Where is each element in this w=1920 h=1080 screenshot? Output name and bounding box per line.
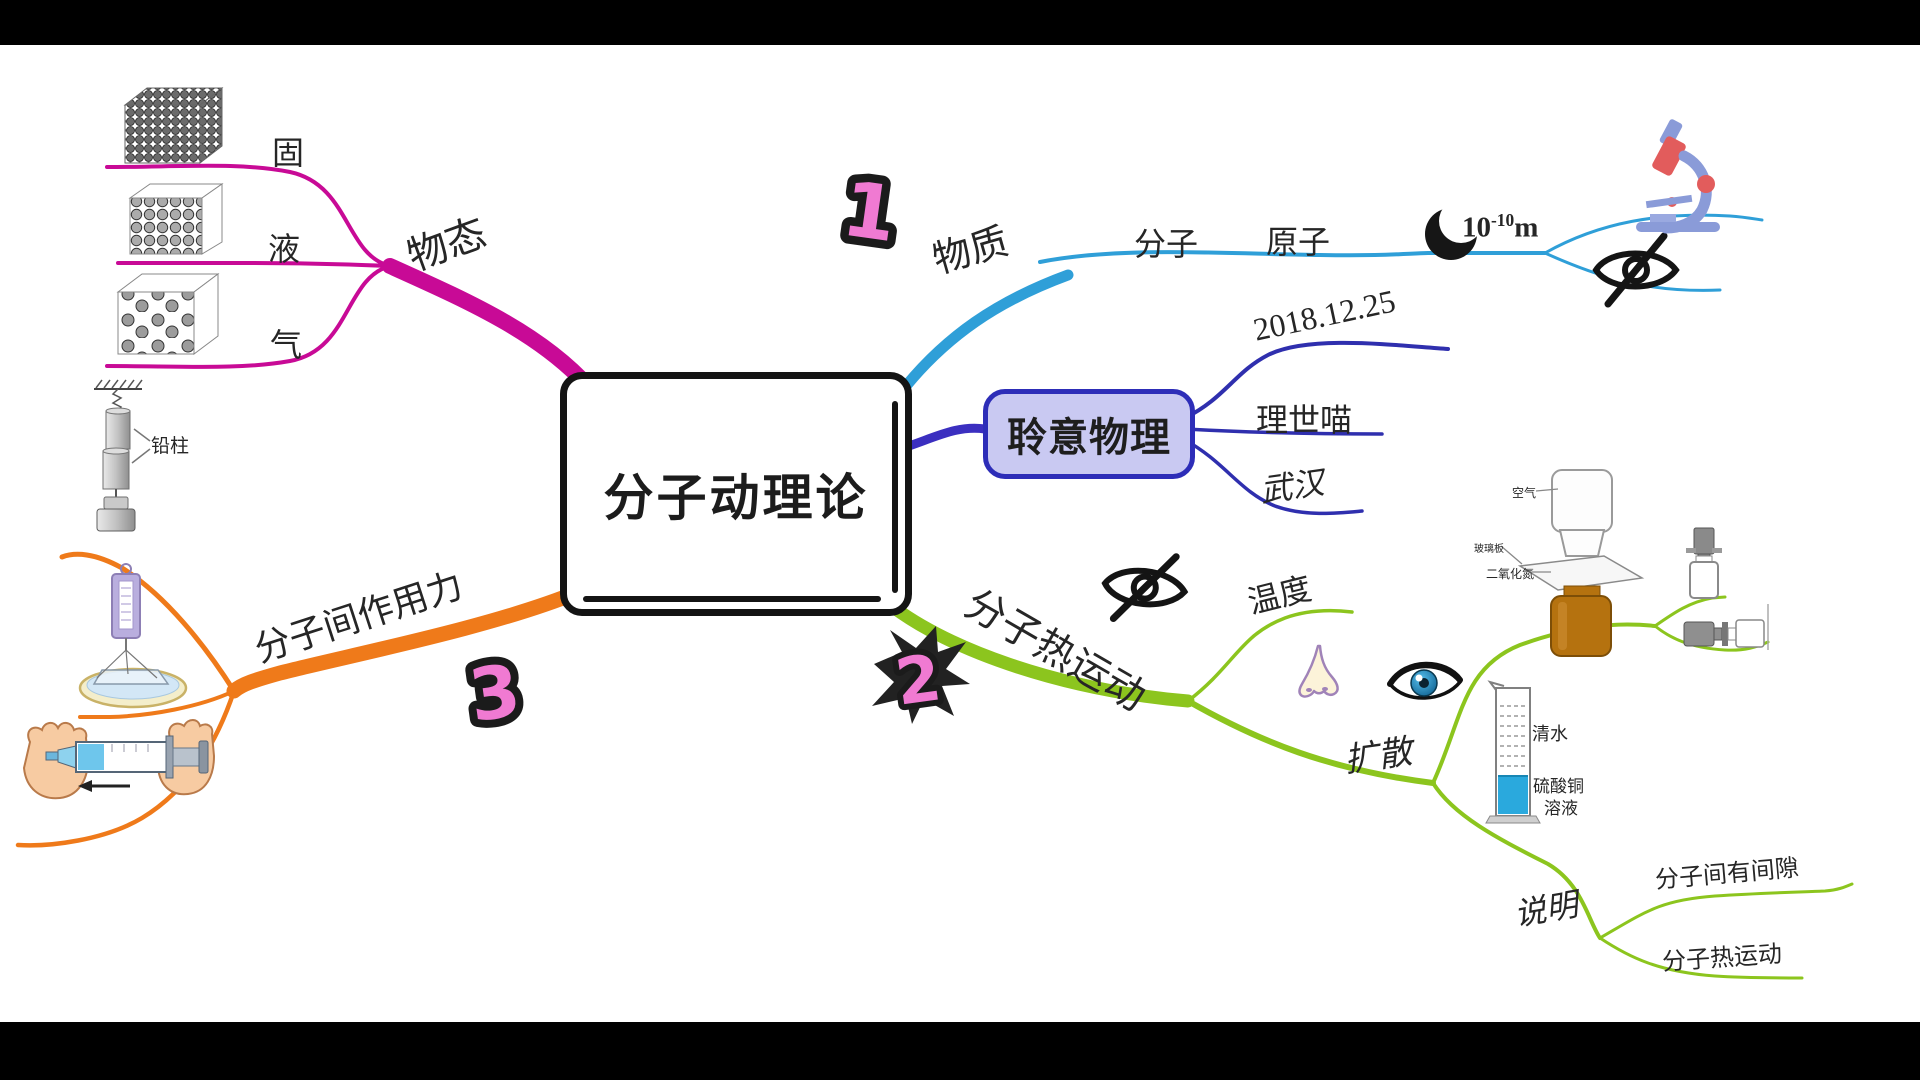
- letterbox-top: [0, 0, 1920, 45]
- node-atom[interactable]: 原子: [1266, 224, 1331, 260]
- node-author[interactable]: 理世喵: [1256, 402, 1353, 438]
- branch-matter-lines: [892, 213, 1764, 402]
- no2-bottles-image: [1500, 469, 1645, 657]
- marker-3: 3: [456, 640, 533, 746]
- central-topic[interactable]: 分子动理论: [560, 372, 912, 616]
- central-topic-label: 分子动理论: [603, 470, 869, 526]
- svg-text:1: 1: [837, 164, 902, 259]
- lead-cylinders-image: [94, 379, 151, 532]
- letterbox-bottom: [0, 1022, 1920, 1080]
- node-gas[interactable]: 气: [270, 327, 303, 363]
- node-diffusion[interactable]: 扩散: [1341, 733, 1415, 780]
- cylinder-water-label: 清水: [1532, 724, 1568, 744]
- node-molecule[interactable]: 分子: [1134, 226, 1199, 262]
- air-label: 空气: [1512, 486, 1537, 500]
- inner-accent-vertical: [892, 401, 898, 593]
- marker-2-scribble: [872, 626, 970, 724]
- lead-cylinder-label: 铅柱: [151, 436, 190, 457]
- gas-cube-image: [116, 273, 220, 355]
- solid-cube-image: [123, 86, 224, 165]
- cylinder-solution-label-1: 硫酸铜: [1533, 777, 1584, 796]
- bottle-pair-image: [1683, 604, 1769, 650]
- cylinder-solution-label-2: 溶液: [1544, 799, 1578, 818]
- node-solid[interactable]: 固: [272, 135, 305, 171]
- node-city[interactable]: 武汉: [1257, 464, 1327, 509]
- stoppered-bottle-image: [1686, 527, 1722, 599]
- node-liquid[interactable]: 液: [268, 231, 301, 267]
- eye-icon: [1387, 661, 1463, 700]
- graduated-cylinder-image: [1485, 680, 1541, 824]
- eclipse-scale-icon: [1425, 199, 1483, 260]
- node-scale[interactable]: 10-10m: [1462, 210, 1539, 244]
- inner-accent-horizontal: [583, 596, 881, 602]
- brand-topic[interactable]: 聆意物理: [983, 389, 1195, 479]
- brand-topic-label: 聆意物理: [1007, 415, 1171, 460]
- nose-icon: [1298, 644, 1339, 698]
- invisible-eye-icon: [1101, 553, 1189, 622]
- branch-thermal-lines: [875, 591, 1854, 980]
- liquid-cube-image: [128, 183, 224, 255]
- glass-plate-label: 玻璃板: [1474, 544, 1504, 555]
- syringe-hands-image: [22, 719, 216, 800]
- microscope-icon: [1636, 119, 1720, 234]
- no2-label: 二氧化氮: [1486, 567, 1535, 581]
- invisible-eye-icon: [1592, 232, 1680, 308]
- marker-2: 2: [872, 626, 970, 727]
- svg-text:3: 3: [464, 648, 525, 738]
- spring-scale-dish-image: [78, 563, 188, 709]
- marker-1: 1: [829, 155, 911, 267]
